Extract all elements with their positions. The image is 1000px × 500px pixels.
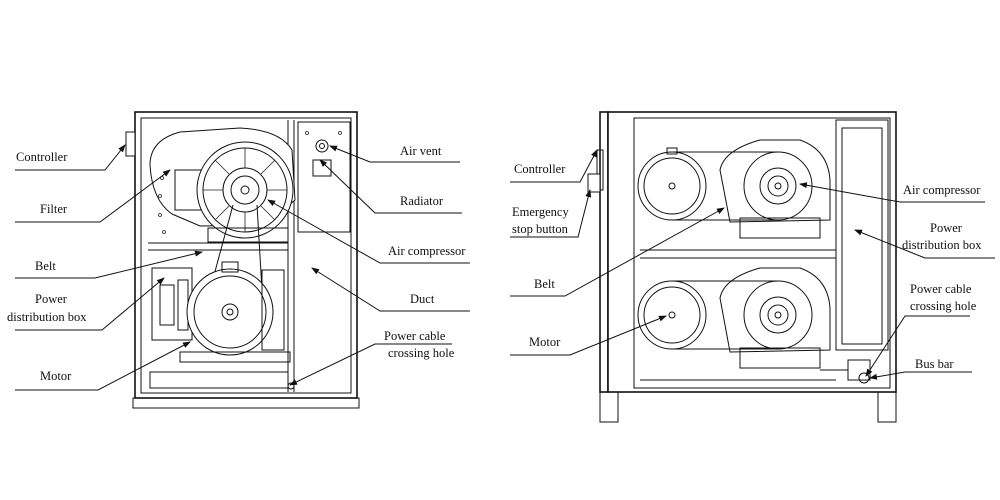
label-belt-right: Belt bbox=[534, 277, 555, 291]
label-estop-line2: stop button bbox=[512, 222, 569, 236]
label-bus-bar: Bus bar bbox=[915, 357, 954, 371]
label-power-box-line2: distribution box bbox=[7, 310, 87, 324]
left-labels: Controller Filter Belt Power distributio… bbox=[7, 144, 466, 383]
label-air-compressor: Air compressor bbox=[388, 244, 466, 258]
label-controller-right: Controller bbox=[514, 162, 566, 176]
label-power-box-right-line2: distribution box bbox=[902, 238, 982, 252]
label-filter: Filter bbox=[40, 202, 68, 216]
label-power-box-right-line1: Power bbox=[930, 221, 963, 235]
right-labels: Controller Emergency stop button Belt Mo… bbox=[512, 162, 982, 371]
left-leader-lines bbox=[15, 144, 470, 391]
label-cable-hole-right-line1: Power cable bbox=[910, 282, 972, 296]
label-motor-right: Motor bbox=[529, 335, 561, 349]
label-motor: Motor bbox=[40, 369, 72, 383]
label-air-compressor-right: Air compressor bbox=[903, 183, 981, 197]
label-cable-hole-line1: Power cable bbox=[384, 329, 446, 343]
label-cable-hole-line2: crossing hole bbox=[388, 346, 455, 360]
label-controller: Controller bbox=[16, 150, 68, 164]
label-estop-line1: Emergency bbox=[512, 205, 569, 219]
label-cable-hole-right-line2: crossing hole bbox=[910, 299, 977, 313]
label-duct: Duct bbox=[410, 292, 435, 306]
right-unit-drawing bbox=[587, 111, 897, 423]
label-air-vent: Air vent bbox=[400, 144, 442, 158]
right-leader-lines bbox=[510, 149, 995, 380]
label-radiator: Radiator bbox=[400, 194, 444, 208]
left-unit-drawing bbox=[125, 111, 360, 409]
label-power-box-line1: Power bbox=[35, 292, 68, 306]
label-belt: Belt bbox=[35, 259, 56, 273]
